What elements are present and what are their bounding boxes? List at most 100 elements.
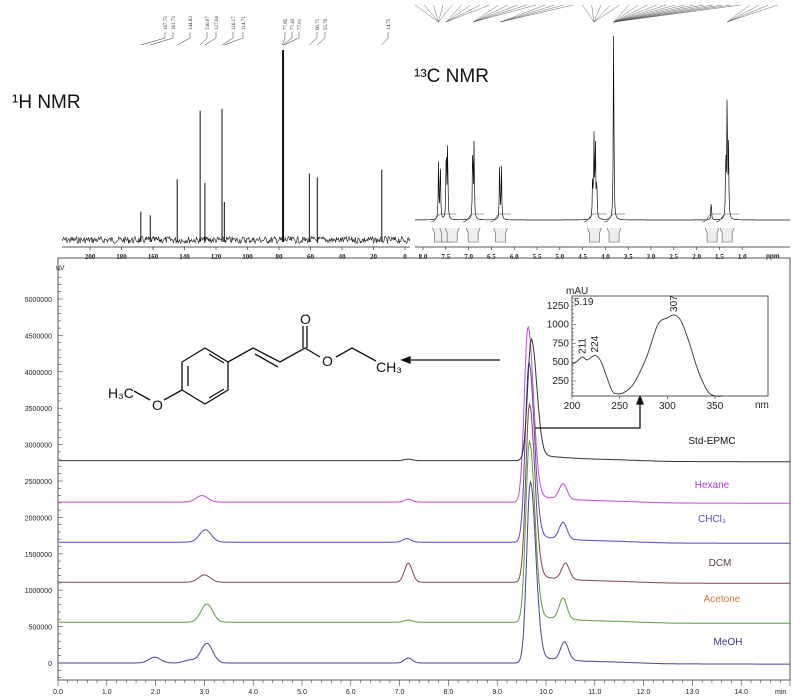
peak-label-leader [414, 4, 439, 23]
y-tick-label: 4000000 [25, 370, 52, 377]
x-tick-label: 7.5 [441, 253, 450, 261]
peak-label-leader [613, 4, 713, 23]
y-tick-label: 2500000 [25, 479, 52, 486]
integral-curve [603, 213, 626, 223]
inset-peak-label: 307 [669, 295, 680, 312]
peak-label-leader [473, 4, 499, 23]
peak-label-leader [500, 4, 546, 23]
integral-curve [715, 213, 740, 223]
nmr-right-xlabel: ppm [766, 252, 780, 260]
integral-marker [465, 227, 481, 243]
x-tick-label: 7.0 [464, 253, 473, 261]
inset-x-tick-label: 250 [611, 401, 628, 412]
y-tick-label: 500000 [29, 625, 52, 632]
x-tick-label: 5.5 [533, 253, 542, 261]
peak-label-leader [500, 4, 574, 23]
y-tick-label: 3500000 [25, 406, 52, 413]
x-tick-label: 3.0 [647, 253, 656, 261]
peak-label-leader [204, 32, 217, 46]
peak-label-leader [591, 4, 595, 23]
peak-label-leader [438, 4, 453, 23]
noise-baseline [61, 235, 411, 245]
x-axis-unit: min [775, 689, 786, 696]
y-axis-unit: uV [56, 265, 65, 272]
integral-marker [444, 227, 460, 243]
benzene-ring [181, 347, 229, 405]
uv-spectrum-line [571, 314, 723, 397]
trace-hexane [59, 325, 790, 504]
inset-x-tick-label: 300 [659, 401, 676, 412]
peak-label-leader [613, 4, 667, 23]
series-label: Hexane [695, 480, 730, 491]
x-tick-label: 1.5 [715, 253, 724, 261]
arrow-to-inset [535, 402, 641, 429]
x-tick-label: 2.5 [669, 253, 678, 261]
nmr-right-title: ¹³C NMR [414, 66, 489, 87]
x-tick-label: 6.0 [510, 253, 519, 261]
x-tick-label: 20 [370, 253, 378, 261]
integral-marker [719, 227, 735, 243]
x-tick-label: 40 [339, 253, 347, 261]
methoxy-label: H₃C [108, 385, 134, 401]
peak-label-leader [473, 4, 518, 23]
peak-label-leader [727, 4, 760, 23]
inset-y-tick-label: 500 [552, 357, 569, 368]
peak-label-leader [613, 4, 695, 23]
integral-curve [430, 213, 457, 223]
peak-label-leader [446, 4, 481, 23]
peak-label: 114.71 [242, 16, 247, 30]
peak-label: 167.73 [164, 16, 169, 30]
peak-label-leader [309, 32, 318, 46]
structure-labels: H₃C O O O CH₃ [108, 311, 402, 413]
x-tick-label: 0.0 [53, 689, 63, 696]
trace-meoh [59, 479, 790, 665]
peak-label-leader [593, 4, 611, 23]
peak-label-leader [446, 4, 471, 23]
inset-y-tick-label: 750 [552, 338, 569, 349]
peak-label-leader [140, 32, 166, 46]
peak-label: 60.71 [316, 18, 321, 30]
inset-peak-label: 211 [577, 338, 588, 354]
integral-marker [704, 227, 720, 243]
peak-label-leader [446, 4, 490, 23]
x-tick-label: 11.0 [588, 689, 601, 696]
peak-label-leader [177, 32, 191, 46]
peak-label-leader [424, 4, 439, 23]
x-tick-label: 5.0 [555, 253, 564, 261]
trace-stdepmc [59, 337, 790, 463]
integral-marker [587, 227, 602, 243]
nmr-left-title: ¹H NMR [12, 92, 81, 113]
x-tick-label: 5.0 [297, 689, 307, 696]
integral-curve [462, 213, 484, 223]
y-tick-label: 0 [48, 661, 52, 668]
peak-label: 130.07 [206, 16, 211, 30]
integral-curve [701, 213, 721, 223]
x-tick-label: 6.5 [487, 253, 496, 261]
x-tick-label: 200 [85, 253, 96, 261]
ester-oxygen-label: O [322, 353, 333, 369]
peak-label: 55.70 [324, 18, 329, 30]
peak-label-leader [613, 4, 639, 23]
trace-chcl [59, 362, 790, 544]
inset-x-unit: nm [755, 400, 769, 411]
integral-marker [493, 227, 508, 243]
peak-label-leader [613, 4, 722, 23]
x-tick-label: 13.0 [686, 689, 700, 696]
x-tick-label: 3.0 [200, 689, 210, 696]
peak-label: 116.17 [232, 16, 237, 30]
x-tick-label: 1.0 [102, 689, 112, 696]
peak-label-leader [613, 4, 657, 23]
series-label: Std-EPMC [688, 436, 735, 447]
peak-label-leader [727, 4, 778, 23]
inset-y-tick-label: 250 [552, 376, 569, 387]
trace-dcm [59, 402, 790, 584]
x-tick-label: 2.0 [151, 689, 161, 696]
series-label: Acetone [704, 594, 741, 605]
inset-frame [571, 295, 769, 397]
peak-label-leader [613, 4, 732, 23]
chemical-structure [133, 326, 644, 429]
peak-label: 144.63 [189, 16, 194, 30]
x-tick-label: 100 [242, 253, 253, 261]
